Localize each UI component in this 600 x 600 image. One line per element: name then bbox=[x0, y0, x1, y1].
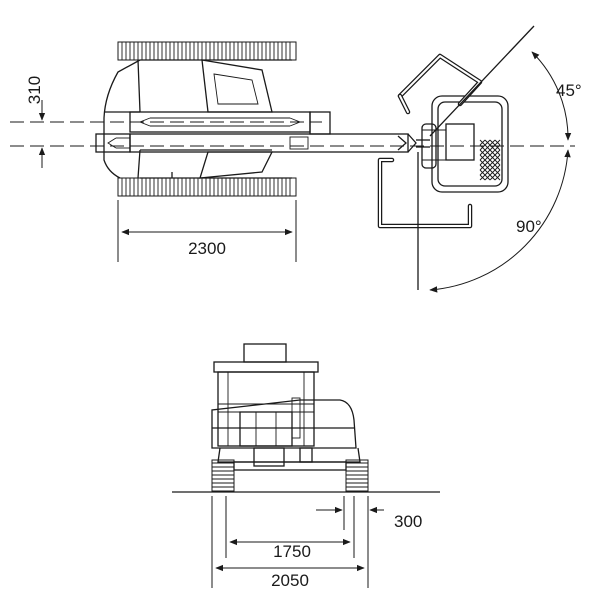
lower-track-cleats bbox=[121, 178, 291, 196]
inner-width-dimension: 1750 bbox=[229, 538, 351, 561]
offset-label: 310 bbox=[25, 76, 44, 104]
outer-width-label: 2050 bbox=[271, 571, 309, 590]
front-basket bbox=[213, 343, 319, 447]
rotation-arcs: 45° 90° bbox=[429, 51, 582, 293]
platform-basket bbox=[377, 25, 535, 290]
hatch-line bbox=[489, 139, 501, 151]
track-width-dimension: 2300 bbox=[117, 200, 297, 262]
inner-width-label: 1750 bbox=[273, 542, 311, 561]
track-width-label: 2300 bbox=[188, 239, 226, 258]
offset-dimension: 310 bbox=[25, 76, 46, 168]
front-view: 300 1750 2050 bbox=[172, 343, 440, 590]
front-undercarriage bbox=[217, 447, 361, 467]
hatch-line bbox=[479, 139, 486, 146]
upper-track-cleats bbox=[121, 42, 291, 60]
angle-90-label: 90° bbox=[516, 217, 542, 236]
lower-track bbox=[117, 177, 297, 197]
top-view: 310 2300 bbox=[10, 25, 582, 293]
track-offset-label: 300 bbox=[394, 512, 422, 531]
outer-width-dimension: 2050 bbox=[215, 564, 365, 590]
front-body bbox=[211, 399, 357, 449]
track-offset-dimension: 300 bbox=[316, 506, 422, 531]
front-track-cleats bbox=[212, 462, 368, 492]
angle-45-label: 45° bbox=[556, 81, 582, 100]
upper-track bbox=[117, 41, 297, 61]
hatch-line bbox=[494, 139, 501, 146]
front-tracks bbox=[211, 459, 369, 493]
turret-body bbox=[103, 59, 292, 179]
hatch-line bbox=[479, 139, 491, 151]
